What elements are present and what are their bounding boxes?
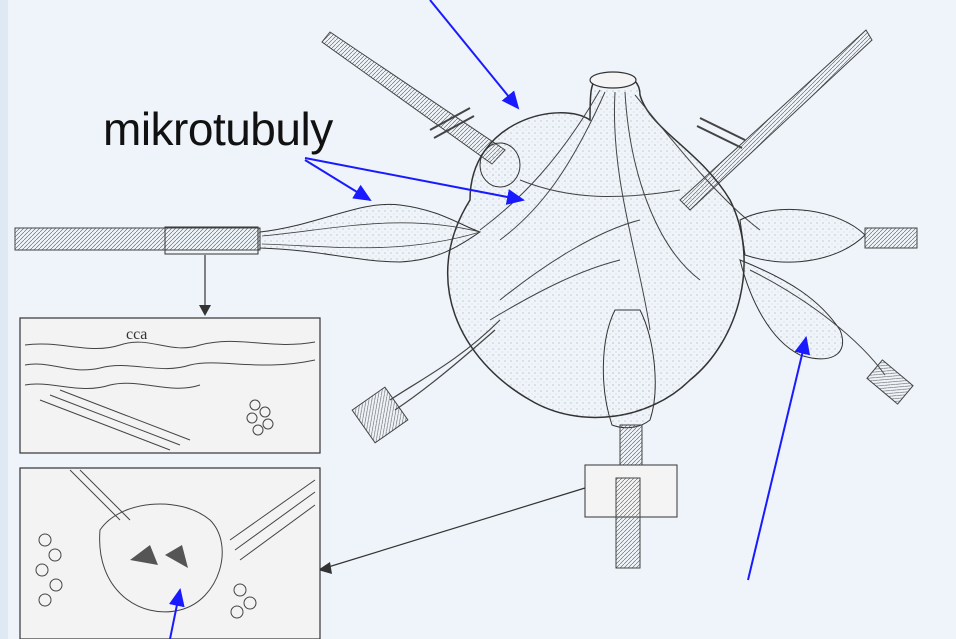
right-process: [740, 209, 917, 404]
arrow-mikrotubuly-left: [305, 160, 370, 200]
left-process: [15, 204, 480, 316]
inset-top: [20, 318, 320, 453]
arrow-right-lower: [748, 338, 806, 580]
cca-label: cca: [126, 326, 147, 344]
upper-left-spike: [322, 32, 505, 164]
mikrotubuly-label: mikrotubuly: [103, 102, 333, 156]
inset-bottom: [20, 468, 320, 639]
arrow-top: [430, 0, 518, 108]
